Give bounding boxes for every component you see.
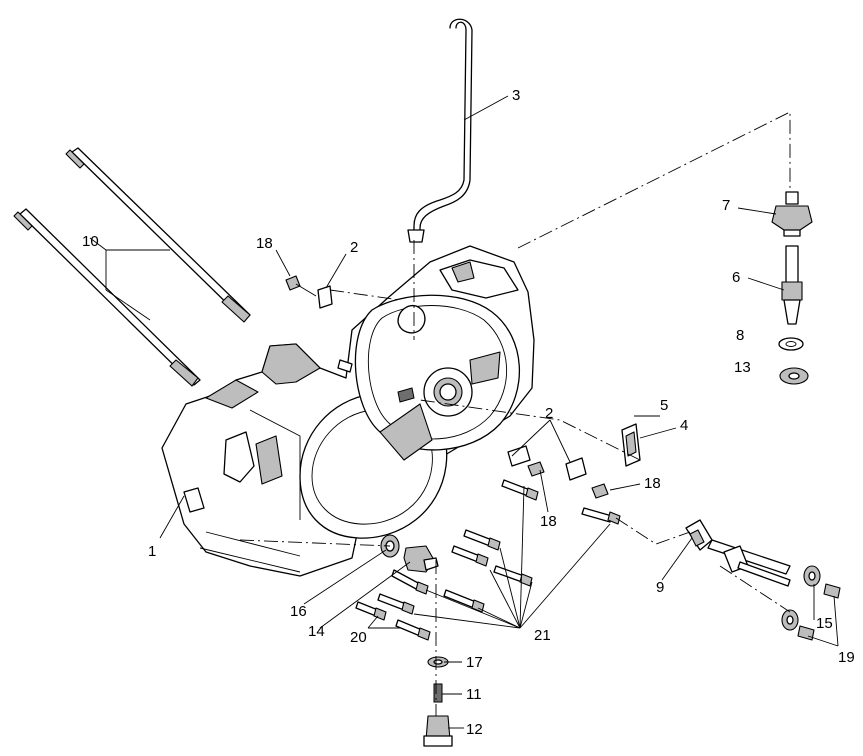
label-2-top: 2 (350, 239, 358, 256)
shaft-assembly (685, 519, 841, 641)
label-12: 12 (466, 721, 483, 738)
label-9: 9 (656, 579, 664, 596)
label-13: 13 (734, 359, 751, 376)
label-4: 4 (680, 417, 688, 434)
label-16: 16 (290, 603, 307, 620)
label-3: 3 (512, 87, 520, 104)
label-17: 17 (466, 654, 483, 671)
label-10: 10 (82, 233, 99, 250)
gasket-plate (621, 423, 641, 467)
label-11: 11 (466, 686, 482, 703)
right-stack-parts (771, 191, 813, 385)
label-20: 20 (350, 629, 367, 646)
callout-labels: 1 2 2 3 4 5 6 7 8 9 10 11 12 13 14 15 16… (82, 87, 855, 738)
label-18-middle: 18 (540, 513, 557, 530)
label-7: 7 (722, 197, 730, 214)
bolts-20 (355, 601, 431, 641)
breather-pipe (407, 18, 473, 243)
bolt-18-top (285, 275, 317, 297)
label-19: 19 (838, 649, 855, 666)
label-8: 8 (736, 327, 744, 344)
label-21: 21 (534, 627, 551, 644)
bolts-21 (377, 479, 621, 615)
plug-14 (403, 545, 439, 573)
dowel-plates (317, 285, 587, 481)
bolts-18-right (527, 461, 609, 499)
crankcase-half (161, 245, 535, 577)
label-2-right: 2 (545, 405, 553, 422)
label-15: 15 (816, 615, 833, 632)
stud-bolts (13, 147, 251, 387)
label-5: 5 (660, 397, 668, 414)
label-18-right: 18 (644, 475, 661, 492)
leader-lines (89, 95, 839, 729)
label-14: 14 (308, 623, 325, 640)
label-18-top: 18 (256, 235, 273, 252)
label-6: 6 (732, 269, 740, 286)
label-1: 1 (148, 543, 156, 560)
drain-parts (423, 656, 453, 747)
